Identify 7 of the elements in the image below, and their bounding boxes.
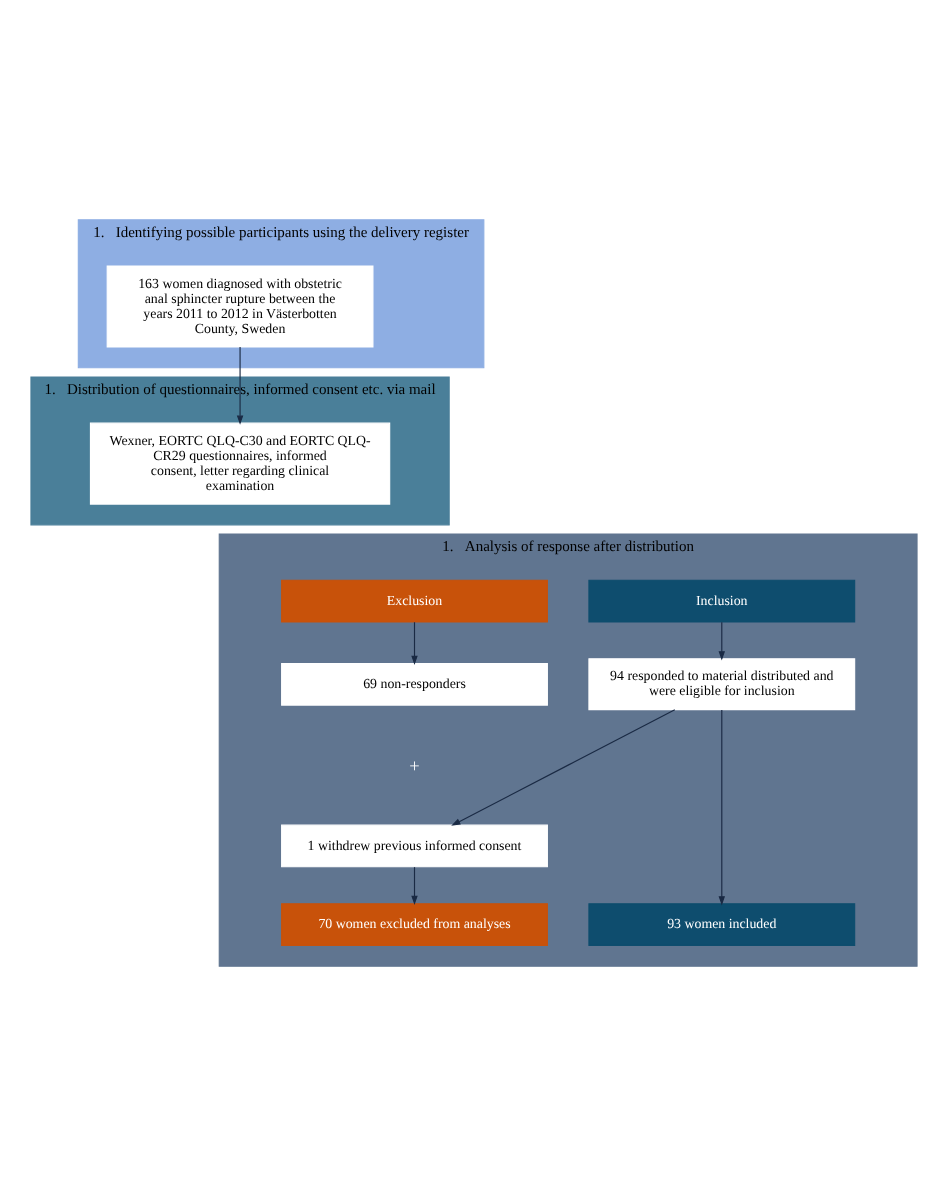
arrow: [236, 345, 244, 424]
arrow: [718, 708, 726, 905]
arrow: [718, 620, 726, 660]
arrow: [411, 620, 418, 665]
label: +: [409, 754, 420, 775]
arrow: [451, 708, 676, 825]
arrow: [411, 865, 418, 904]
